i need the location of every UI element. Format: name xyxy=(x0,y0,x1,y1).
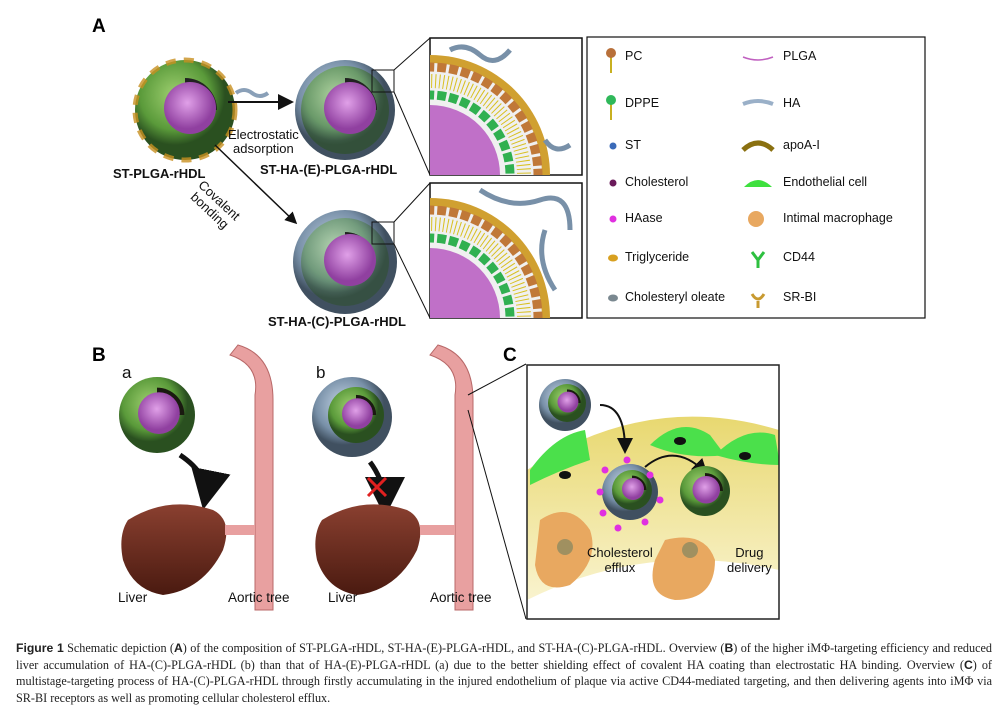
legend-label-apoa-i: apoA-I xyxy=(783,138,820,152)
zoom-inset-electrostatic xyxy=(429,37,583,176)
legend-icon-st xyxy=(609,142,617,150)
legend-label-haase: HAase xyxy=(625,211,663,225)
legend-label-st: ST xyxy=(625,138,641,152)
legend-icon-haase xyxy=(609,215,617,223)
panel-label-a: A xyxy=(92,16,106,37)
label-st-ha-c-plga-rhdl: ST-HA-(C)-PLGA-rHDL xyxy=(268,314,406,329)
label-aortic-tree-a: Aortic tree xyxy=(228,590,290,605)
label-st-ha-e-plga-rhdl: ST-HA-(E)-PLGA-rHDL xyxy=(260,162,398,177)
panel-c-illustration xyxy=(526,364,780,620)
scenario-b-illustration xyxy=(312,344,474,611)
haase-dot xyxy=(623,456,631,464)
legend-label-pc: PC xyxy=(625,49,643,63)
haase-dot xyxy=(641,518,649,526)
legend-label-plga: PLGA xyxy=(783,49,817,63)
legend-icon-cd44 xyxy=(750,251,766,268)
label-st-plga-rhdl: ST-PLGA-rHDL xyxy=(113,166,206,181)
zoom-inset-covalent xyxy=(429,182,583,319)
legend-icon-intimal-macrophage xyxy=(748,211,764,227)
legend-box xyxy=(586,36,926,319)
haase-dot xyxy=(614,524,622,532)
legend-label-endothelial-cell: Endothelial cell xyxy=(783,175,868,189)
particle-st-ha-e-plga-rhdl xyxy=(295,60,395,160)
label-aortic-tree-b: Aortic tree xyxy=(430,590,492,605)
legend-label-sr-bi: SR-BI xyxy=(783,290,817,304)
legend-icon-pc xyxy=(606,48,616,73)
legend-icon-cholesteryl-oleate xyxy=(608,294,618,302)
subpanel-label-b: b xyxy=(316,363,326,382)
legend-icon-ha xyxy=(742,99,774,106)
haase-dot xyxy=(601,466,609,474)
legend-icon-plga xyxy=(742,56,774,61)
legend-icon-sr-bi xyxy=(750,293,766,308)
legend-icons xyxy=(606,48,775,308)
legend-icon-dppe xyxy=(606,95,616,120)
haase-dot xyxy=(656,496,664,504)
legend-icon-triglyceride xyxy=(608,254,618,262)
legend-label-cholesterol: Cholesterol xyxy=(625,175,689,189)
label-liver-a: Liver xyxy=(118,590,148,605)
scenario-a-illustration xyxy=(119,344,274,611)
legend-icon-apoa-i xyxy=(741,140,775,152)
figure-caption: Figure 1 Schematic depiction (A) of the … xyxy=(16,641,992,705)
panel-label-b: B xyxy=(92,345,106,366)
label-liver-b: Liver xyxy=(328,590,358,605)
haase-dot xyxy=(646,471,654,479)
subpanel-label-a: a xyxy=(122,363,132,382)
arrow-covalent xyxy=(214,144,298,225)
legend-label-intimal-macrophage: Intimal macrophage xyxy=(783,211,893,225)
legend-label-triglyceride: Triglyceride xyxy=(625,250,690,264)
particle-st-ha-c-plga-rhdl xyxy=(293,210,397,314)
legend-icon-cholesterol xyxy=(609,179,617,187)
legend-label-cd44: CD44 xyxy=(783,250,815,264)
haase-dot xyxy=(596,488,604,496)
particle-st-plga-rhdl xyxy=(132,57,238,163)
haase-dot xyxy=(599,509,607,517)
legend-icon-endothelial-cell xyxy=(744,180,772,187)
legend-label-cholesteryl-oleate: Cholesteryl oleate xyxy=(625,290,726,304)
legend-label-dppe: DPPE xyxy=(625,96,660,110)
panel-label-c: C xyxy=(503,345,517,366)
legend-label-ha: HA xyxy=(783,96,801,110)
